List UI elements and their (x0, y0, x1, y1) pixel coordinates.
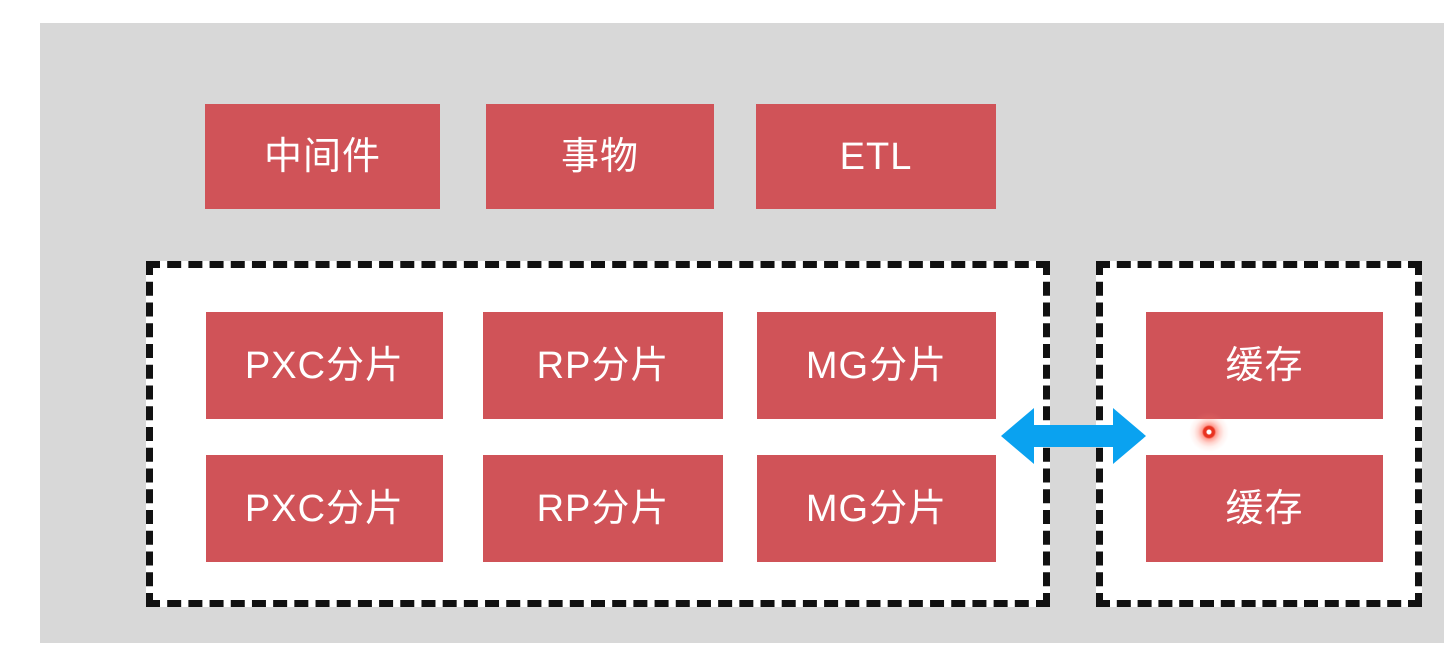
slide-canvas: 中间件 事物 ETL PXC分片 RP分片 MG分片 PXC分片 RP分片 MG… (40, 23, 1444, 643)
box-mg-shard-2: MG分片 (757, 455, 996, 562)
box-pxc-shard-2: PXC分片 (206, 455, 443, 562)
bidirectional-arrow-icon (1001, 406, 1146, 466)
box-middleware: 中间件 (205, 104, 440, 209)
box-cache-2: 缓存 (1146, 455, 1383, 562)
box-mg-shard-1: MG分片 (757, 312, 996, 419)
box-rp-shard-2: RP分片 (483, 455, 723, 562)
box-etl: ETL (756, 104, 996, 209)
box-rp-shard-1: RP分片 (483, 312, 723, 419)
click-indicator-dot (1189, 412, 1229, 452)
box-transaction: 事物 (486, 104, 714, 209)
box-cache-1: 缓存 (1146, 312, 1383, 419)
box-pxc-shard-1: PXC分片 (206, 312, 443, 419)
